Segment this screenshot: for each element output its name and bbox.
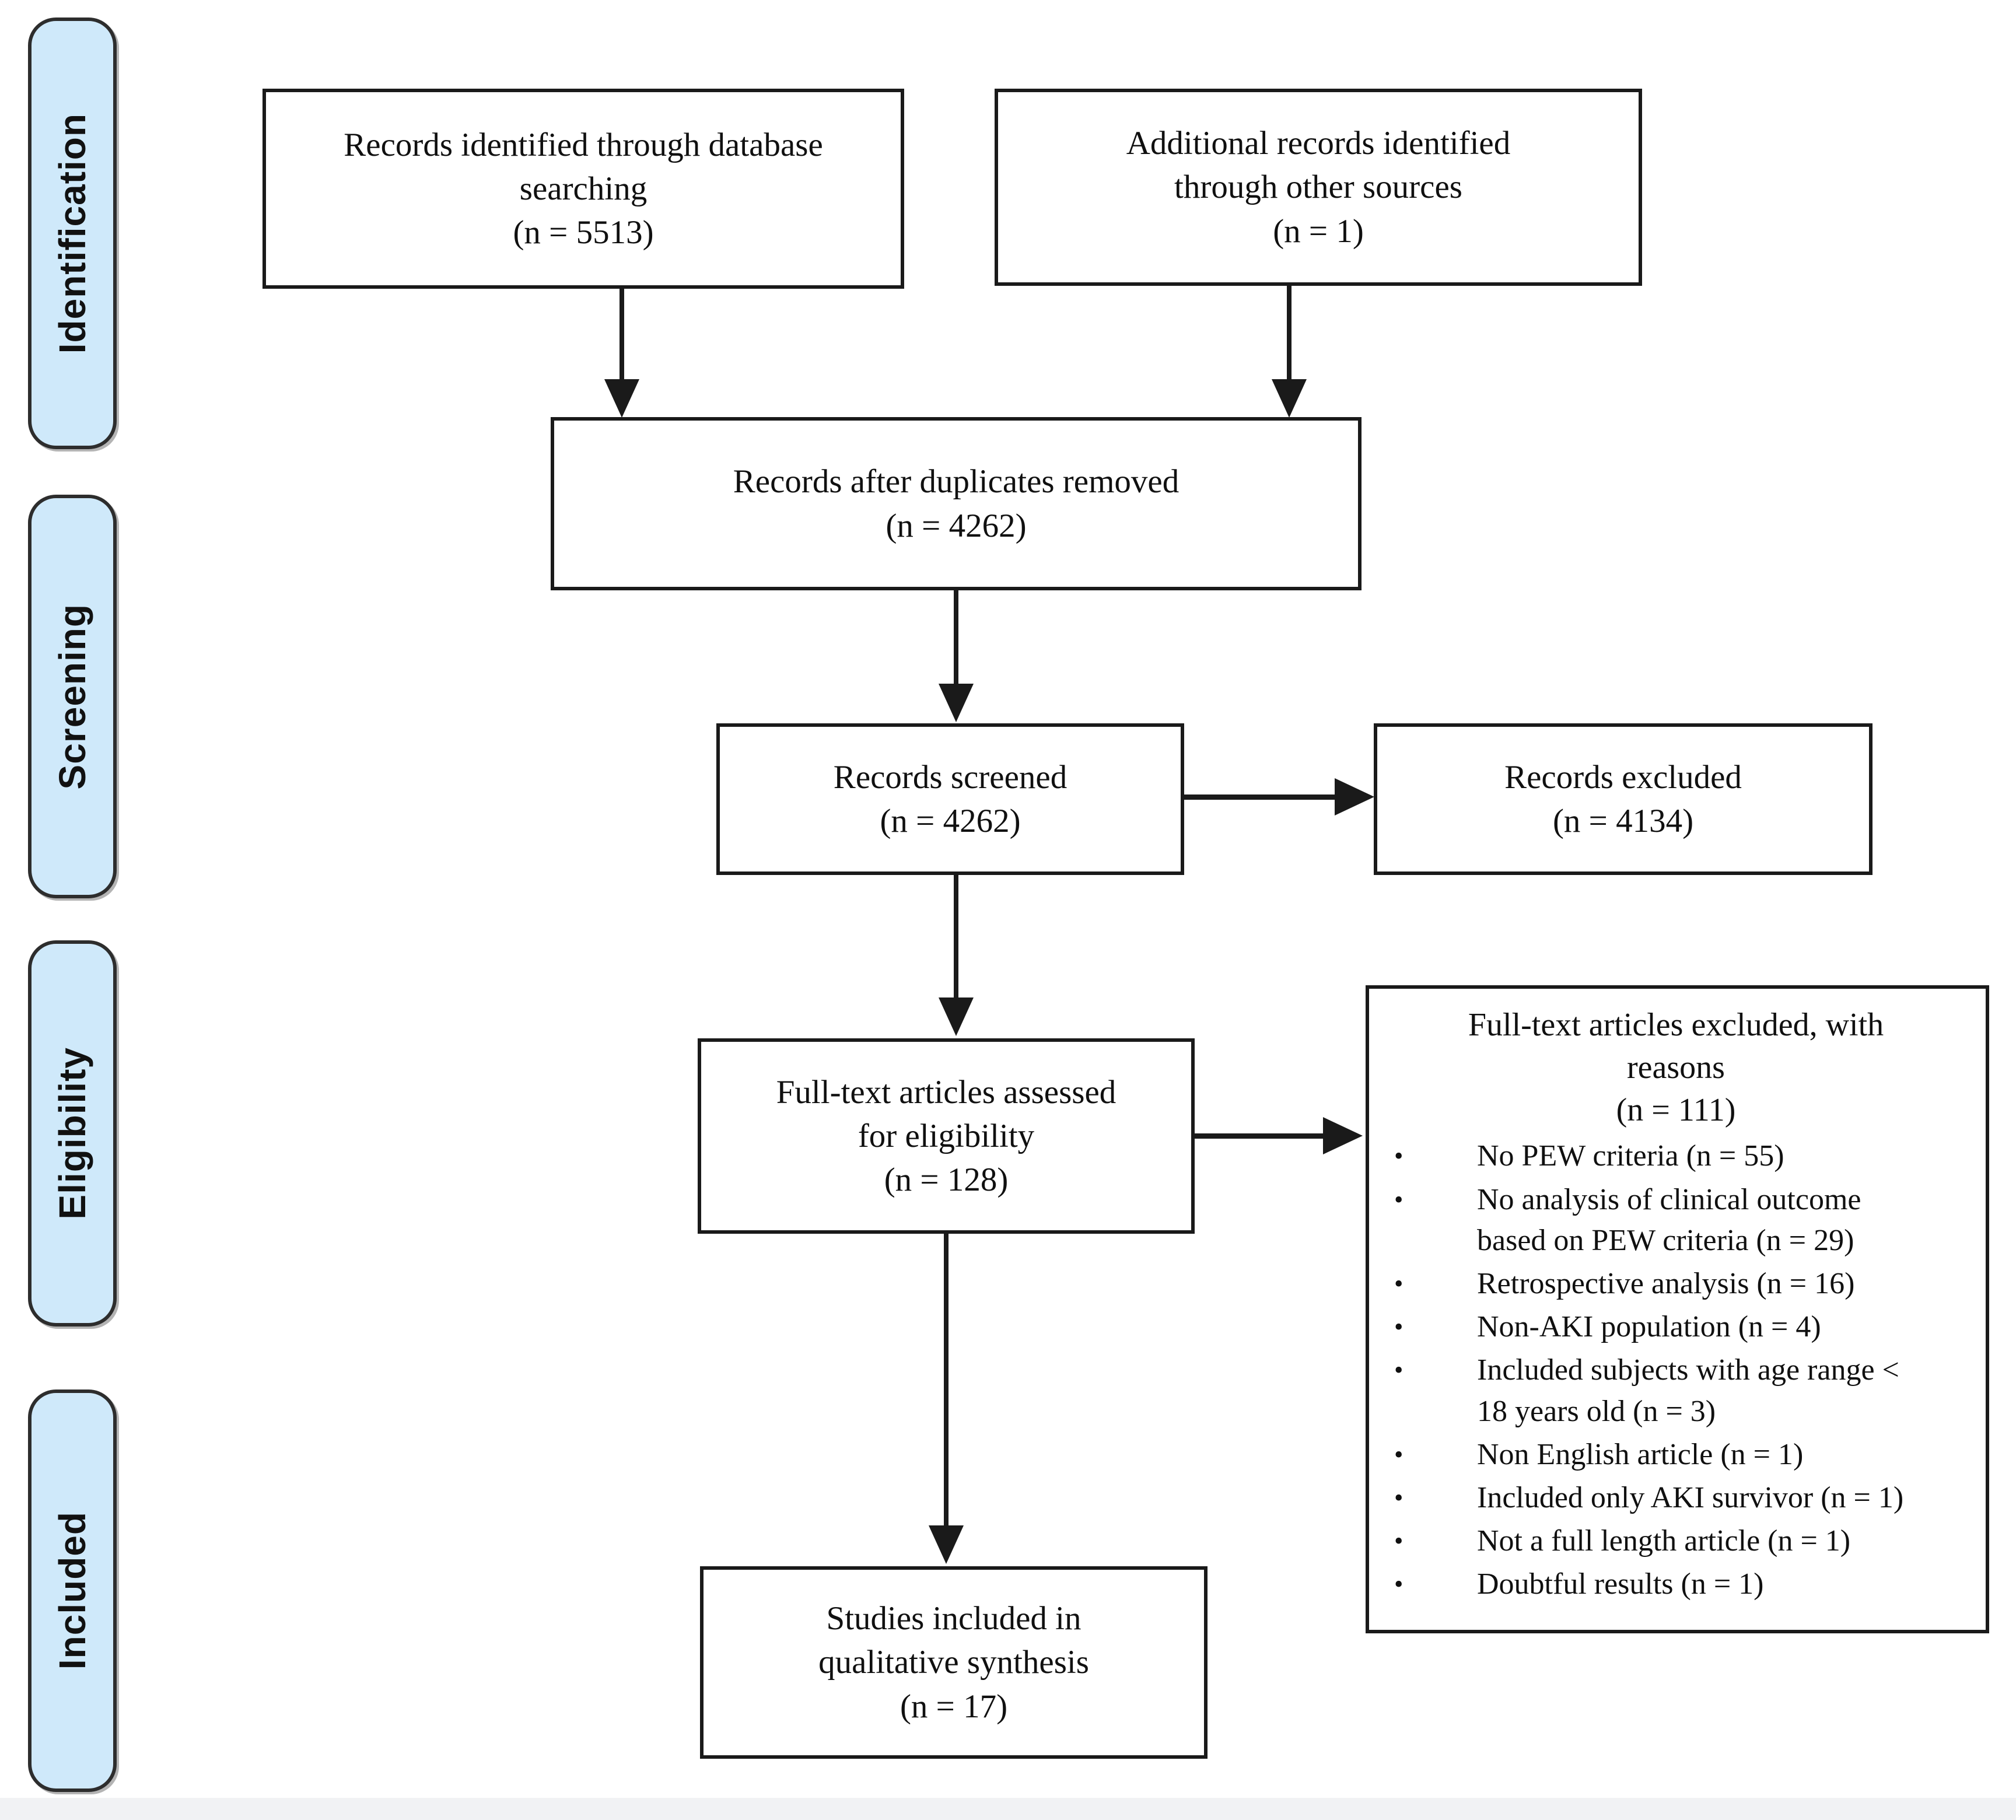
box-records-identified-label: Records identified through database sear… [344, 126, 823, 251]
box-after-duplicates: Records after duplicates removed (n = 42… [551, 417, 1362, 590]
arrow-screened-to-fulltext-head [939, 998, 974, 1036]
exclusion-reason-item: • Included subjects with age range < 18 y… [1384, 1350, 1968, 1432]
bullet-icon: • [1394, 1483, 1404, 1512]
box-studies-included-label: Studies included in qualitative synthesi… [818, 1600, 1089, 1725]
stage-identification-label: Identification [51, 113, 93, 354]
exclusion-reason-text: Included only AKI survivor (n = 1) [1477, 1480, 1904, 1514]
exclusion-reason-text: Non English article (n = 1) [1477, 1437, 1804, 1471]
bullet-icon: • [1394, 1527, 1404, 1556]
box-additional-records-label: Additional records identified through ot… [1126, 125, 1511, 250]
exclusion-reason-item: • Doubtful results (n = 1) [1384, 1564, 1968, 1605]
exclusion-reason-text: No analysis of clinical outcome based on… [1477, 1182, 1861, 1257]
exclusion-reason-item: • Retrospective analysis (n = 16) [1384, 1264, 1968, 1304]
bullet-icon: • [1394, 1142, 1404, 1171]
bullet-icon: • [1394, 1570, 1404, 1599]
arrow-fulltext-to-included-head [929, 1525, 964, 1564]
arrow-dedup-to-screened-line [954, 590, 958, 687]
arrow-identified-to-dedup-line [620, 289, 624, 382]
bullet-icon: • [1394, 1185, 1404, 1214]
stage-included-label: Included [51, 1511, 93, 1670]
box-additional-records: Additional records identified through ot… [995, 89, 1642, 286]
arrow-screened-to-excluded-line [1184, 794, 1337, 800]
exclusion-reasons-list: • No PEW criteria (n = 55) • No analysis of… [1384, 1136, 1968, 1605]
arrow-screened-to-fulltext-line [954, 875, 958, 1001]
arrow-additional-to-dedup-line [1287, 286, 1292, 382]
arrow-identified-to-dedup-head [604, 379, 639, 418]
box-studies-included: Studies included in qualitative synthesi… [700, 1566, 1208, 1759]
stage-included: Included [28, 1390, 117, 1792]
bullet-icon: • [1394, 1269, 1404, 1298]
box-records-screened: Records screened (n = 4262) [716, 723, 1184, 875]
exclusion-reason-item: • No PEW criteria (n = 55) [1384, 1136, 1968, 1177]
stage-eligibility: Eligibility [28, 940, 117, 1326]
arrow-fulltext-to-reasons-head [1323, 1117, 1363, 1154]
exclusion-reason-text: No PEW criteria (n = 55) [1477, 1139, 1784, 1173]
arrow-dedup-to-screened-head [939, 684, 974, 722]
bullet-icon: • [1394, 1312, 1404, 1342]
arrow-fulltext-to-included-line [944, 1234, 949, 1529]
exclusion-reason-item: • Non English article (n = 1) [1384, 1434, 1968, 1475]
box-records-identified: Records identified through database sear… [262, 89, 904, 289]
box-records-excluded-label: Records excluded (n = 4134) [1504, 758, 1742, 839]
exclusion-reason-item: • Non-AKI population (n = 4) [1384, 1307, 1968, 1348]
bullet-icon: • [1394, 1440, 1404, 1469]
exclusion-reason-item: • Included only AKI survivor (n = 1) [1384, 1478, 1968, 1518]
box-records-screened-label: Records screened (n = 4262) [833, 758, 1068, 839]
arrow-additional-to-dedup-head [1272, 379, 1307, 418]
stage-screening: Screening [28, 495, 117, 898]
exclusion-reason-text: Retrospective analysis (n = 16) [1477, 1266, 1855, 1300]
box-fulltext-assessed: Full-text articles assessed for eligibil… [698, 1038, 1195, 1234]
arrow-fulltext-to-reasons-line [1195, 1133, 1325, 1139]
exclusion-reason-text: Non-AKI population (n = 4) [1477, 1310, 1821, 1344]
box-after-duplicates-label: Records after duplicates removed (n = 42… [733, 463, 1180, 544]
exclusion-reason-item: • No analysis of clinical outcome based o… [1384, 1180, 1968, 1261]
footer-strip [0, 1798, 2016, 1820]
stage-identification: Identification [28, 18, 117, 449]
exclusion-reason-item: • Not a full length article (n = 1) [1384, 1521, 1968, 1562]
box-fulltext-excluded-title: Full-text articles excluded, with reason… [1468, 1007, 1884, 1128]
bullet-icon: • [1394, 1356, 1404, 1385]
exclusion-reason-text: Included subjects with age range < 18 ye… [1477, 1353, 1899, 1428]
stage-screening-label: Screening [51, 603, 93, 790]
exclusion-reason-text: Not a full length article (n = 1) [1477, 1524, 1851, 1558]
box-records-excluded: Records excluded (n = 4134) [1374, 723, 1873, 875]
box-fulltext-excluded: Full-text articles excluded, with reason… [1366, 985, 1989, 1633]
arrow-screened-to-excluded-head [1335, 778, 1374, 816]
exclusion-reason-text: Doubtful results (n = 1) [1477, 1567, 1764, 1601]
stage-eligibility-label: Eligibility [51, 1047, 93, 1220]
box-fulltext-assessed-label: Full-text articles assessed for eligibil… [776, 1073, 1116, 1199]
